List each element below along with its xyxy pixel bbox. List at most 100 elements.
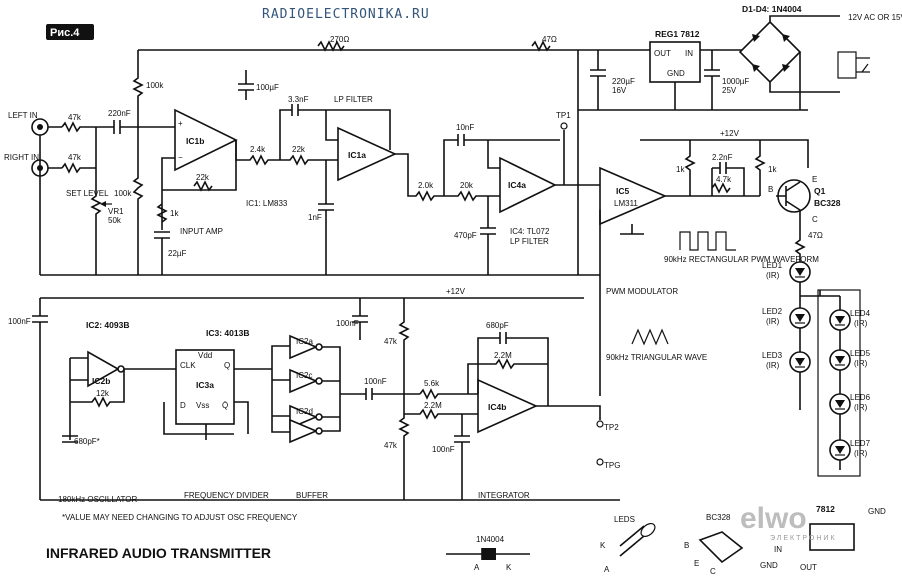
diode-k-label: K <box>506 563 512 572</box>
freq-div-label: FREQUENCY DIVIDER <box>184 491 269 500</box>
resistor-47ohm-b <box>794 232 806 258</box>
led-type-label: (IR) <box>854 449 868 458</box>
bias-divider <box>132 50 144 275</box>
integrator-bias <box>398 298 410 500</box>
led-k-label: K <box>600 541 606 550</box>
led-wiring <box>799 258 841 470</box>
led-5: LED5(IR) <box>829 349 871 371</box>
osc-wiring <box>69 357 176 440</box>
c680pf-osc-label: 680pF* <box>74 437 100 446</box>
buffer-outputs <box>322 346 366 432</box>
q1-b-label: B <box>768 185 773 194</box>
r5-6k-label: 5.6k <box>424 379 440 388</box>
set-level-label: SET LEVEL <box>66 189 109 198</box>
ic2b-nand <box>87 350 120 388</box>
vr1-pot <box>90 168 102 275</box>
led-type-label: (IR) <box>766 271 780 280</box>
cap-100uf-bias <box>238 70 254 100</box>
ic1a-label: IC1a <box>348 150 366 160</box>
reg-pin-gnd: GND <box>868 507 886 516</box>
led-pinout <box>619 525 645 557</box>
cap-220uf <box>590 50 606 110</box>
c100nf-b-label: 100nF <box>336 319 359 328</box>
qbar-label: Q̄ <box>222 401 228 410</box>
led-3: LED3(IR) <box>762 351 811 373</box>
vr1-wiper-arrow <box>100 201 106 207</box>
tpg-label: TPG <box>604 461 620 470</box>
q1-type-label: BC328 <box>814 198 841 208</box>
ic2b-bubble <box>117 365 125 373</box>
ic1a-fb-wire <box>325 110 338 141</box>
cap-220nf <box>96 120 175 134</box>
reg-pin-out: OUT <box>800 563 817 572</box>
led-type-label: (IR) <box>766 361 780 370</box>
watermark-logo: elwo <box>740 502 807 535</box>
ic4-type-label: IC4: TL072 <box>510 227 550 236</box>
resistor-22k-fb <box>193 180 213 192</box>
lp1-label: LP FILTER <box>334 95 373 104</box>
c33nf-label: 3.3nF <box>288 95 309 104</box>
buffer-label: BUFFER <box>296 491 328 500</box>
left-in-label: LEFT IN <box>8 111 38 120</box>
led-name-label: LED6 <box>850 393 871 402</box>
input-amp-label: INPUT AMP <box>180 227 223 236</box>
r2-2m-b-label: 2.2M <box>424 401 442 410</box>
ic1b-minus: − <box>178 153 183 162</box>
right-in-label: RIGHT IN <box>4 153 39 162</box>
q1-e-label: E <box>812 175 817 184</box>
resistor-270 <box>317 40 345 52</box>
ic4b-opamp <box>477 378 538 434</box>
cap-3-3nf-fb <box>279 104 391 160</box>
bc328-label: BC328 <box>706 513 731 522</box>
plus12v-b-label: +12V <box>446 287 466 296</box>
resistor-2-2m-b <box>404 408 478 420</box>
led-6: LED6(IR) <box>829 393 871 415</box>
r20k-label: 20k <box>460 181 474 190</box>
leds-label: LEDS <box>614 515 635 524</box>
r2-4k-label: 2.4k <box>250 145 266 154</box>
r2-2m-a-label: 2.2M <box>494 351 512 360</box>
c1nf-label: 1nF <box>308 213 322 222</box>
bridge-ac-wires <box>769 15 840 93</box>
tpg-point[interactable] <box>596 458 604 466</box>
r100k-top-label: 100k <box>146 81 164 90</box>
diode-label: 1N4004 <box>476 535 505 544</box>
page-title: INFRARED AUDIO TRANSMITTER <box>46 545 271 561</box>
ic2c-label: IC2c <box>296 371 312 380</box>
cap-100nf-a <box>32 298 48 500</box>
resistor-4-7k <box>711 168 731 196</box>
r4-7k-label: 4.7k <box>716 175 732 184</box>
q1-label: Q1 <box>814 186 826 196</box>
led-name-label: LED4 <box>850 309 871 318</box>
led-type-label: (IR) <box>854 403 868 412</box>
ic4a-fb <box>487 140 500 169</box>
reg-gnd-pin: GND <box>667 69 685 78</box>
input-mix-resistors <box>61 121 97 174</box>
r1k-a-label: 1k <box>170 209 179 218</box>
tp1-point[interactable] <box>560 122 568 130</box>
site-url[interactable]: RADIOELECTRONIKA.RU <box>262 7 430 22</box>
c470pf-label: 470pF <box>454 231 477 240</box>
resistor-1k-b <box>684 140 696 196</box>
reg-out-pin: OUT <box>654 49 671 58</box>
c100nf-c-label: 100nF <box>364 377 387 386</box>
vdd-label: Vdd <box>198 351 212 360</box>
c220uf-label: 220µF <box>612 77 635 86</box>
bridge-label: D1-D4: 1N4004 <box>742 4 802 14</box>
ic1-type-label: IC1: LM833 <box>246 199 288 208</box>
c22uf-label: 22µF <box>168 249 187 258</box>
c1000uf-v-label: 25V <box>722 86 737 95</box>
vr1-label: VR1 <box>108 207 124 216</box>
r270-label: 270Ω <box>330 35 349 44</box>
led-name-label: LED7 <box>850 439 871 448</box>
ic2d-label: IC2d <box>296 407 313 416</box>
tp2-point[interactable] <box>596 420 604 428</box>
r47k-c-label: 47k <box>384 337 398 346</box>
cap-10nf <box>443 134 560 196</box>
lp2-series <box>395 153 500 202</box>
reg-in-pin: IN <box>685 49 693 58</box>
reg-pin-in: IN <box>774 545 782 554</box>
led-a-label: A <box>604 565 610 574</box>
led-name-label: LED1 <box>762 261 783 270</box>
cap-1000uf <box>704 50 720 110</box>
